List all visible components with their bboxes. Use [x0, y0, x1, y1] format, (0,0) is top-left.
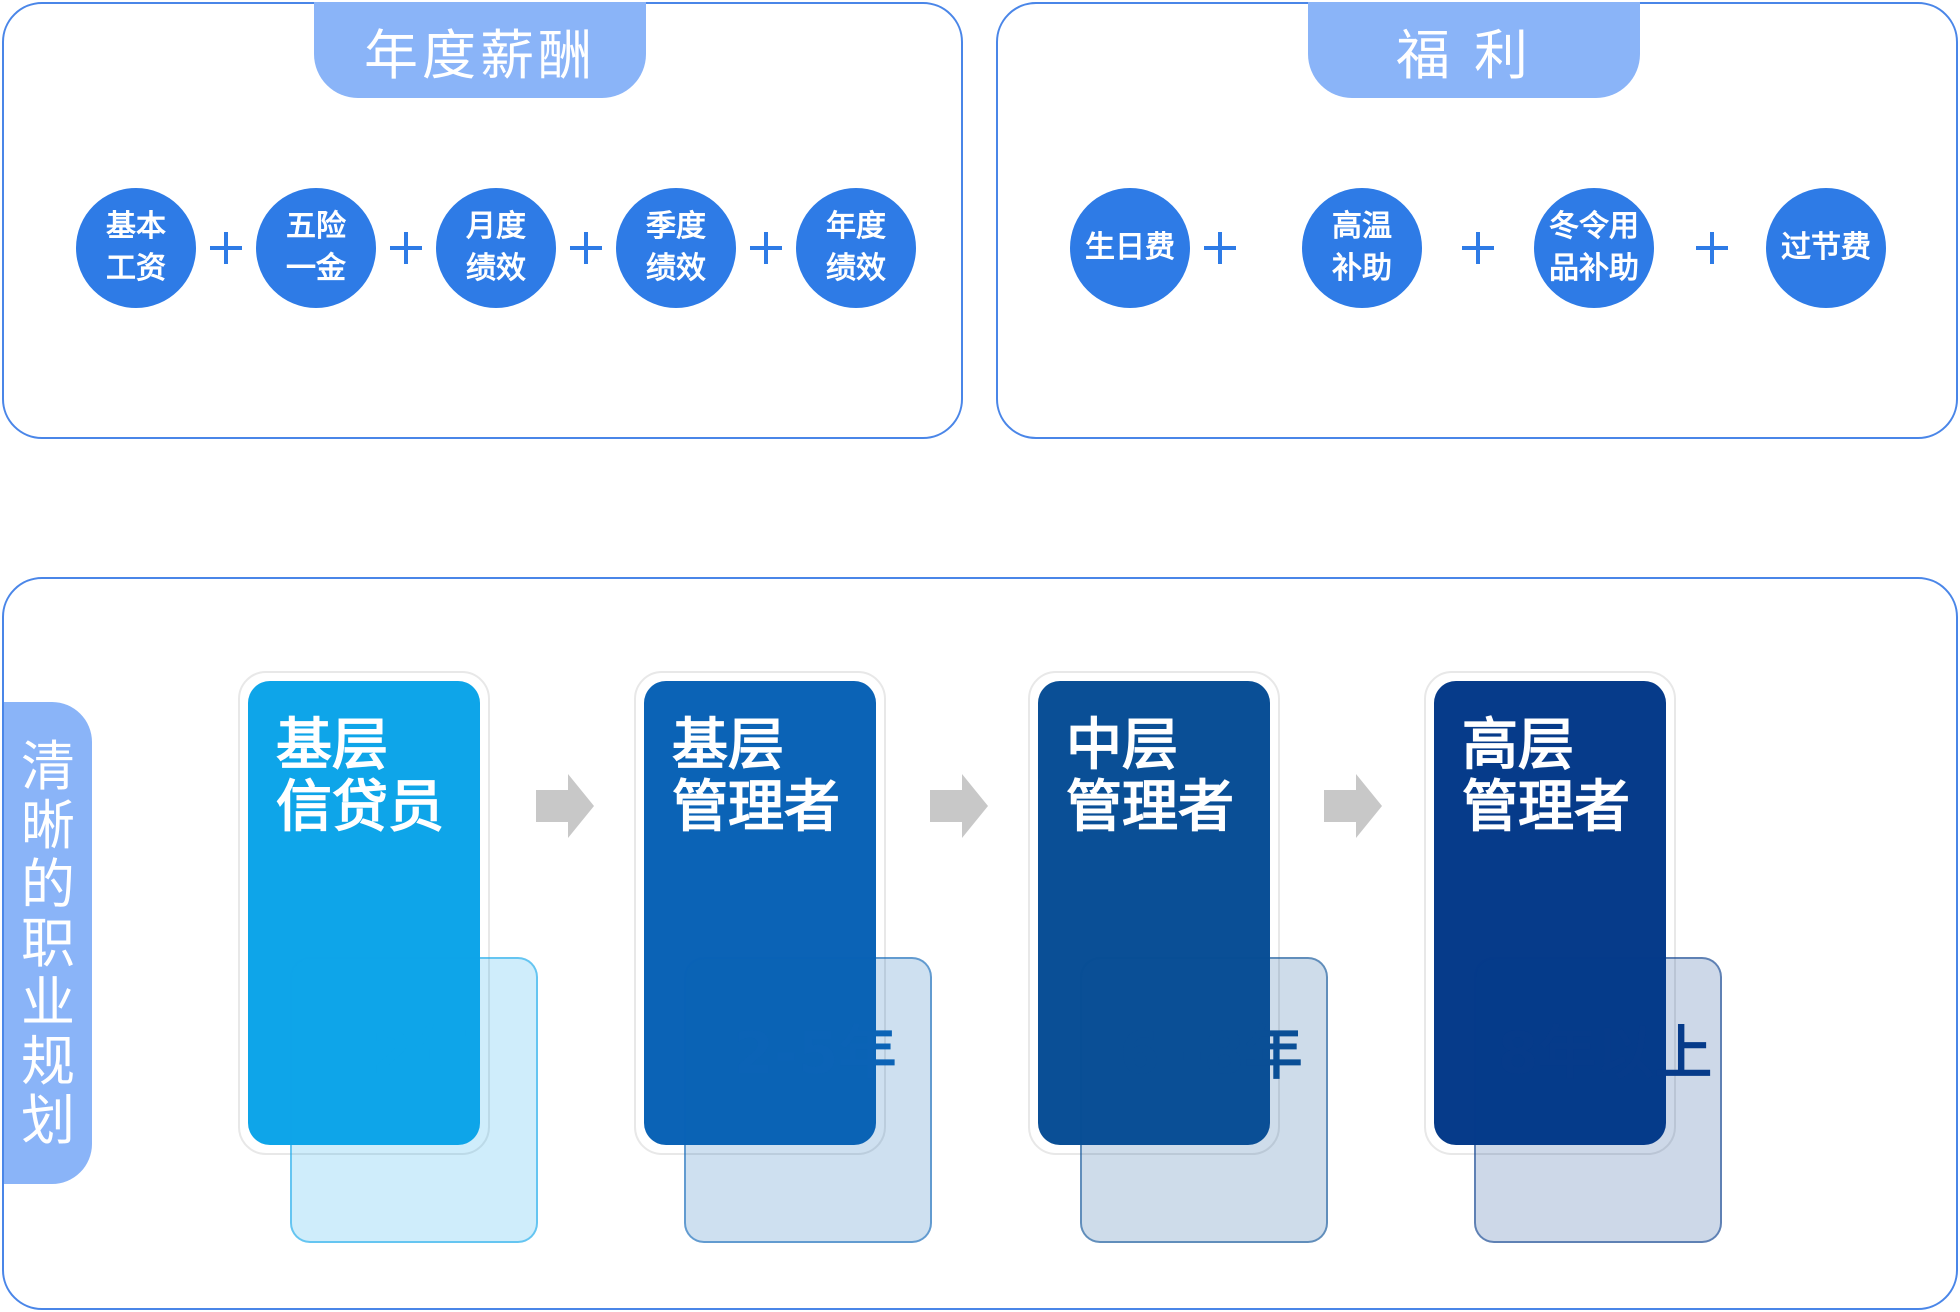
- career-stage-card: 基层 管理者: [644, 681, 876, 1145]
- career-stage-years: 2-5年: [733, 1019, 897, 1087]
- career-side-title-char: 晰: [21, 793, 75, 857]
- salary-title: 年度薪酬: [314, 2, 646, 98]
- benefits-title: 福利: [1308, 2, 1640, 98]
- career-stage-subtitle: 管理者: [672, 775, 840, 840]
- career-stage-card: 基层 信贷员: [248, 681, 480, 1145]
- plus-icon: [746, 188, 786, 308]
- career-stage-card-outline: 中层 管理者: [1028, 671, 1280, 1155]
- career-stage-title: 中层: [1066, 713, 1178, 778]
- salary-components-row: 基本 工资 五险 一金 月度 绩效 季度 绩效 年度 绩效: [4, 188, 961, 308]
- career-stage-title: 高层: [1462, 713, 1574, 778]
- career-stage-subtitle: 管理者: [1066, 775, 1234, 840]
- salary-item-quarterly-bonus: 季度 绩效: [616, 188, 736, 308]
- career-side-title: 清 晰 的 职 业 规 划: [4, 702, 92, 1184]
- salary-item-annual-bonus: 年度 绩效: [796, 188, 916, 308]
- arrow-right-icon: [1324, 774, 1382, 838]
- career-stage-years-box: 8年以上: [1474, 957, 1722, 1243]
- career-side-title-char: 规: [21, 1029, 75, 1093]
- benefits-panel: 福利 生日费 高温 补助 冬令用 品补助 过节费: [996, 2, 1958, 439]
- career-stage-card-outline: 基层 信贷员: [238, 671, 490, 1155]
- career-side-title-char: 划: [21, 1088, 75, 1152]
- career-stage-years: 6 -8年: [1119, 1019, 1303, 1087]
- salary-item-monthly-bonus: 月度 绩效: [436, 188, 556, 308]
- career-stage-years: 8年以上: [1497, 1019, 1713, 1087]
- career-stage-years-box: 6 -8年: [1080, 957, 1328, 1243]
- career-stage-subtitle: 信贷员: [276, 775, 444, 840]
- career-side-title-char: 职: [21, 911, 75, 975]
- plus-icon: [566, 188, 606, 308]
- plus-icon: [206, 188, 246, 308]
- benefit-item-holiday: 过节费: [1766, 188, 1886, 308]
- salary-panel: 年度薪酬 基本 工资 五险 一金 月度 绩效 季度 绩效 年度 绩效: [2, 2, 963, 439]
- career-panel: 清 晰 的 职 业 规 划 基层 信贷员 2年 基层 管理者 2-5年 中层 管…: [2, 577, 1958, 1310]
- career-stage-years-box: 2年: [290, 957, 538, 1243]
- career-stage-subtitle: 管理者: [1462, 775, 1630, 840]
- career-stage-years: 2年: [371, 1019, 471, 1087]
- career-side-title-char: 清: [21, 734, 75, 798]
- plus-icon: [386, 188, 426, 308]
- career-side-title-char: 的: [21, 852, 75, 916]
- arrow-right-icon: [930, 774, 988, 838]
- benefit-item-birthday: 生日费: [1070, 188, 1190, 308]
- career-stage-card-outline: 基层 管理者: [634, 671, 886, 1155]
- plus-icon: [1200, 188, 1240, 308]
- career-stage-card: 高层 管理者: [1434, 681, 1666, 1145]
- career-stage-card-outline: 高层 管理者: [1424, 671, 1676, 1155]
- career-stage-title: 基层: [276, 713, 388, 778]
- benefits-row: 生日费 高温 补助 冬令用 品补助 过节费: [998, 188, 1956, 308]
- career-stage-card: 中层 管理者: [1038, 681, 1270, 1145]
- career-side-title-char: 业: [21, 970, 75, 1034]
- career-stage-title: 基层: [672, 713, 784, 778]
- benefit-item-heat-allowance: 高温 补助: [1302, 188, 1422, 308]
- plus-icon: [1458, 188, 1498, 308]
- arrow-right-icon: [536, 774, 594, 838]
- plus-icon: [1692, 188, 1732, 308]
- career-stage-years-box: 2-5年: [684, 957, 932, 1243]
- salary-item-insurance: 五险 一金: [256, 188, 376, 308]
- salary-item-base-wage: 基本 工资: [76, 188, 196, 308]
- benefit-item-winter-supplies: 冬令用 品补助: [1534, 188, 1654, 308]
